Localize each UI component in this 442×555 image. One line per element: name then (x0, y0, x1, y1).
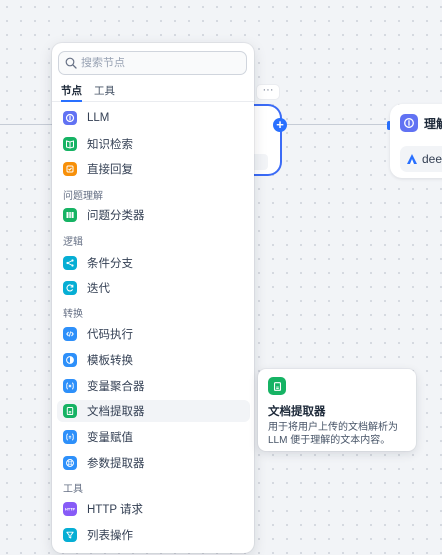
code-icon (63, 327, 77, 341)
node-item-label: 列表操作 (87, 530, 133, 542)
add-node-button[interactable]: + (273, 118, 287, 132)
branch-icon (63, 256, 77, 270)
http-icon: HTTP (63, 502, 77, 516)
document-extractor-icon (63, 404, 77, 418)
search-icon (65, 57, 77, 69)
edge-middle (287, 124, 387, 125)
svg-text:HTTP: HTTP (65, 508, 76, 512)
node-item-document-extractor[interactable]: 文档提取器 (57, 400, 250, 422)
node-more-button[interactable]: ··· (256, 84, 280, 100)
node-item-label: 文档提取器 (87, 406, 145, 418)
tab-nodes[interactable]: 节点 (61, 83, 82, 102)
model-name: dee (422, 152, 442, 166)
node-item-parameter-extractor[interactable]: 参数提取器 (57, 452, 250, 474)
book-icon (63, 137, 77, 151)
search-box[interactable] (58, 51, 247, 75)
category-transform: 转换 (63, 309, 83, 320)
node-item-label: 变量赋值 (87, 432, 133, 444)
node-item-label: 变量聚合器 (87, 381, 145, 393)
node-item-code[interactable]: 代码执行 (57, 323, 250, 345)
category-question-understanding: 问题理解 (63, 191, 103, 202)
node-item-knowledge-retrieval[interactable]: 知识检索 (57, 133, 250, 155)
deepseek-logo-icon (407, 154, 417, 164)
reply-icon (63, 162, 77, 176)
template-icon (63, 353, 77, 367)
node-item-label: 直接回复 (87, 164, 133, 176)
node-description-tooltip: 文档提取器 用于将用户上传的文档解析为 LLM 便于理解的文本内容。 (258, 369, 416, 451)
list-filter-icon (63, 528, 77, 542)
tab-tools[interactable]: 工具 (94, 85, 115, 97)
node-item-label: 迭代 (87, 283, 110, 295)
node-item-label: LLM (87, 112, 110, 124)
node-item-question-classifier[interactable]: 问题分类器 (57, 204, 250, 226)
picker-tabs: 节点 工具 (52, 81, 254, 102)
iteration-icon (63, 281, 77, 295)
node-item-template-transform[interactable]: 模板转换 (57, 349, 250, 371)
edge-left (0, 124, 52, 125)
node-input-port[interactable] (387, 121, 391, 130)
document-extractor-icon (268, 377, 286, 395)
node-item-http-request[interactable]: HTTP HTTP 请求 (57, 498, 250, 520)
node-item-variable-aggregator[interactable]: 变量聚合器 (57, 375, 250, 397)
tooltip-description: 用于将用户上传的文档解析为 LLM 便于理解的文本内容。 (268, 422, 398, 446)
node-item-direct-reply[interactable]: 直接回复 (57, 158, 250, 180)
model-selector[interactable]: dee (400, 146, 442, 172)
node-picker-panel: 节点 工具 LLM 知识检索 直接回复 问题理解 (52, 43, 254, 553)
node-item-label: 代码执行 (87, 329, 133, 341)
node-item-label: HTTP 请求 (87, 504, 144, 516)
node-item-list-operator[interactable]: 列表操作 (57, 524, 250, 546)
category-logic: 逻辑 (63, 237, 83, 248)
search-input[interactable] (81, 57, 231, 69)
node-item-label: 条件分支 (87, 258, 133, 270)
tooltip-title: 文档提取器 (268, 406, 326, 418)
node-field (250, 154, 268, 170)
variable-assign-icon (63, 430, 77, 444)
classifier-icon (63, 208, 77, 222)
node-item-iteration[interactable]: 迭代 (57, 277, 250, 299)
question-classifier-node[interactable]: 理解 dee (390, 104, 442, 178)
llm-icon (400, 114, 418, 132)
node-item-variable-assigner[interactable]: 变量赋值 (57, 426, 250, 448)
parameter-extractor-icon (63, 456, 77, 470)
node-item-label: 模板转换 (87, 355, 133, 367)
node-item-label: 参数提取器 (87, 458, 145, 470)
node-item-llm[interactable]: LLM (57, 107, 250, 129)
node-title: 理解 (424, 116, 442, 131)
node-item-if-else[interactable]: 条件分支 (57, 252, 250, 274)
node-item-label: 问题分类器 (87, 210, 145, 222)
category-tools: 工具 (63, 484, 83, 495)
variable-aggregator-icon (63, 379, 77, 393)
llm-icon (63, 111, 77, 125)
node-item-label: 知识检索 (87, 139, 133, 151)
